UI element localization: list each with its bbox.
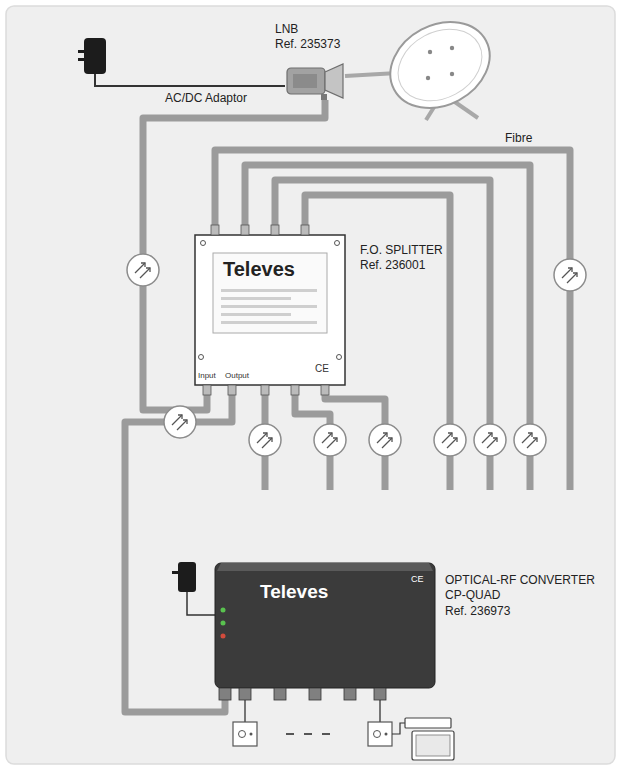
socket-hole <box>385 733 388 736</box>
reference-number: Ref. 235373 <box>275 37 340 52</box>
splitter-housing <box>195 235 345 385</box>
output-connector <box>374 688 386 700</box>
fine-print <box>221 313 291 316</box>
coax-cable <box>244 700 245 722</box>
dish-bolt <box>450 72 454 76</box>
frame <box>6 6 615 764</box>
optical-rf-converter: OPTICAL-RF CONVERTER CP-QUADRef. 236973T… <box>215 555 435 700</box>
optical-splitter: F.O. SPLITTERRef. 236001TelevesCEInputOu… <box>195 225 345 395</box>
tv-screen <box>416 735 450 756</box>
fibre-symbol <box>554 259 586 291</box>
wall-socket <box>233 722 257 746</box>
status-led <box>221 634 226 639</box>
optical-port <box>301 225 309 235</box>
lnb-body <box>287 68 325 94</box>
optical-port <box>291 385 299 395</box>
receiver-box <box>405 718 451 728</box>
ce-mark: CE <box>411 574 424 585</box>
adaptor-body <box>178 562 196 592</box>
fibre-symbol <box>514 424 546 456</box>
brand-logo: Televes <box>260 580 328 604</box>
output-connector <box>309 688 321 700</box>
continuation-dashes <box>322 733 330 735</box>
optical-port <box>271 225 279 235</box>
fibre-symbol <box>164 406 196 438</box>
dish-bolt <box>428 50 432 54</box>
fine-print <box>221 321 317 324</box>
brand-logo: Televes <box>223 257 295 282</box>
port-label: Input <box>198 371 216 381</box>
coax-network <box>233 700 454 760</box>
wall-socket <box>368 722 392 746</box>
adaptor-prong <box>172 571 178 574</box>
label-plate <box>213 253 327 333</box>
adaptor-prong <box>78 50 84 53</box>
output-connector <box>344 688 356 700</box>
fibre-symbol <box>434 424 466 456</box>
adaptor-body <box>84 38 106 74</box>
device-name: LNB <box>275 22 298 37</box>
reference-number: Ref. 236973 <box>445 604 510 619</box>
optical-port <box>241 225 249 235</box>
optical-port <box>321 385 329 395</box>
device-name: OPTICAL-RF CONVERTER CP-QUAD <box>445 573 595 603</box>
fibre-symbol <box>127 254 159 286</box>
fibre-symbol <box>369 424 401 456</box>
lnb-shape <box>285 62 345 100</box>
reference-number: Ref. 236001 <box>360 258 425 273</box>
status-led <box>221 621 226 626</box>
lnb: LNBRef. 235373 <box>285 62 345 100</box>
dish-rim <box>386 15 495 115</box>
fine-print <box>221 297 291 300</box>
dish-reflector <box>375 5 504 124</box>
tv-set <box>412 731 454 760</box>
lnb-connector <box>321 94 327 100</box>
continuation-dashes <box>286 733 330 735</box>
satellite-dish <box>345 5 505 124</box>
power-wire <box>95 74 285 86</box>
screw-hole <box>201 241 206 246</box>
fine-print <box>221 289 317 292</box>
wire-label: AC/DC Adaptor <box>165 91 247 105</box>
adaptor-prong <box>78 58 84 61</box>
lnb-feedhorn <box>325 64 343 98</box>
fibre-symbol <box>249 424 281 456</box>
housing-edge <box>217 563 433 571</box>
status-led <box>221 608 226 613</box>
continuation-dashes <box>304 733 312 735</box>
optical-port <box>228 385 236 395</box>
socket-hole <box>250 733 253 736</box>
socket-hole <box>374 731 381 738</box>
screw-hole <box>335 241 340 246</box>
fine-print <box>221 305 317 308</box>
screw-hole <box>199 355 204 360</box>
ac-dc-adaptor <box>78 38 285 86</box>
output-connector <box>239 688 251 700</box>
port-label: Output <box>225 371 249 381</box>
continuation-dashes <box>286 733 294 735</box>
device-name: F.O. SPLITTER <box>360 243 443 258</box>
output-connector <box>274 688 286 700</box>
converter-adaptor <box>172 562 215 615</box>
optical-port <box>261 385 269 395</box>
coax-cable <box>392 723 405 734</box>
optical-port <box>203 385 211 395</box>
optical-rf-converter-shape <box>215 555 435 700</box>
optical-port <box>211 225 219 235</box>
socket-hole <box>239 731 246 738</box>
converter-housing <box>215 563 435 688</box>
fibre-symbol <box>314 424 346 456</box>
screw-hole <box>337 355 342 360</box>
ce-mark: CE <box>315 363 329 376</box>
lnb-label <box>293 74 317 88</box>
dish-bolt <box>426 76 430 80</box>
dish-bolt <box>450 46 454 50</box>
fibre-symbol <box>474 424 506 456</box>
coax-cable <box>379 700 380 722</box>
fibre-label: Fibre <box>505 131 532 145</box>
power-wire <box>187 592 215 615</box>
output-connector <box>219 688 231 700</box>
